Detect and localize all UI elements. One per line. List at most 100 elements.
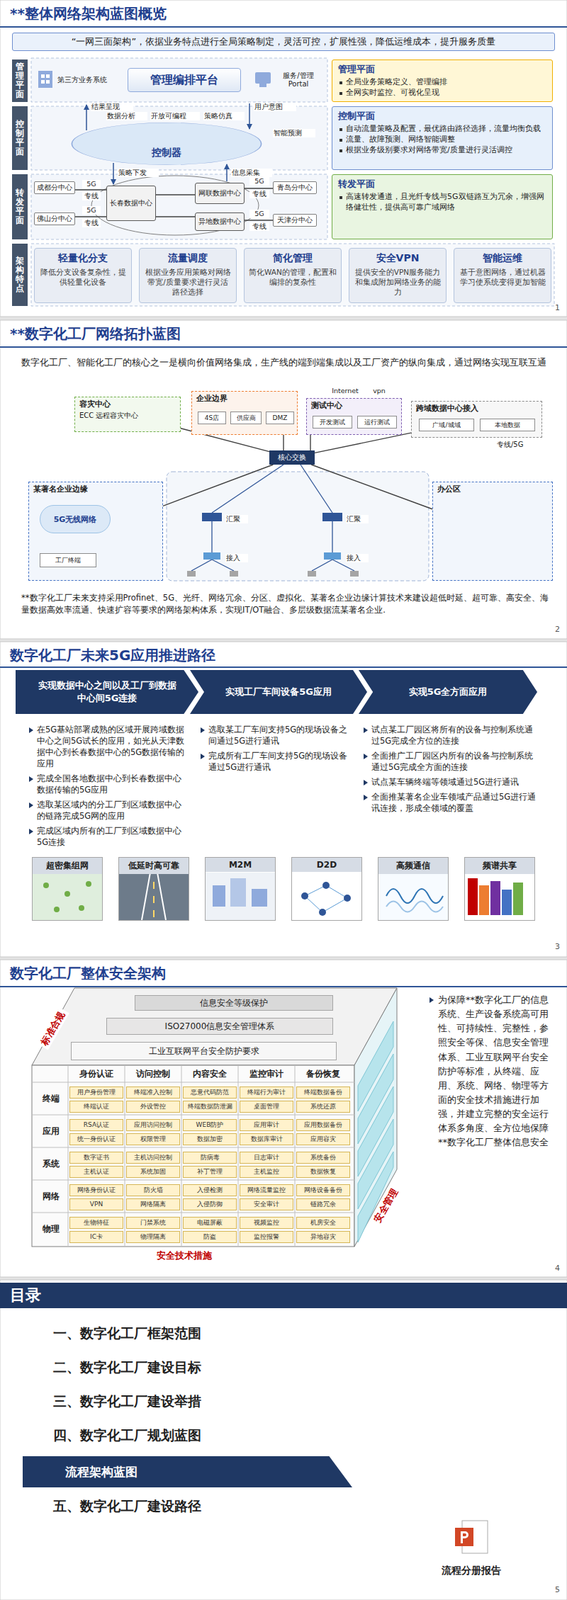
chevron-outline [15,670,199,715]
decor-shape [331,521,333,553]
bullet-text: 试点某工厂园区将所有的设备与控制系统通过5G完成全方位的连接 [362,724,537,748]
measure-box: 主机监控 [239,1166,294,1179]
decor-shape [43,883,49,889]
toc-item: 二、数字化工厂建设目标 [53,1359,351,1378]
decor-shape [292,873,362,921]
controller-cloud: 控制器 [70,121,263,166]
heading-text: 数据加密 [197,1136,223,1144]
toc-item: 五、数字化工厂建设路径 [53,1498,351,1517]
decor-shape [112,163,115,185]
column-header: 监控审计 [239,1069,294,1081]
diagram-label: 专线/5G [496,440,541,450]
side-label: 标准合规 [36,1007,70,1052]
bullet-text: 全网实时监控、可视化呈现 [338,87,547,99]
measure-box: 链路冗余 [296,1199,351,1212]
footnote-text: **数字化工厂未来支持采用Profinet、5G、光纤、网络冗余、分区、虚拟化、… [21,592,550,616]
measure-box: 机房安全 [296,1217,351,1230]
measure-box: 物理隔离 [126,1231,181,1244]
measure-box: 终端准入控制 [126,1087,181,1100]
decor-shape [31,174,328,240]
decor-shape [201,513,222,522]
link-label: 5G [82,180,101,189]
bullet-text: 完成全国各地数据中心到长春数据中心数据传输的5G应用 [28,773,188,796]
decor-shape [464,873,535,921]
mini-box: 运行测试 [357,416,397,429]
heading-text: 应用访问控制 [133,1122,173,1130]
connector [314,433,412,453]
decor-shape [0,986,567,988]
slide-panel: **整体网络架构蓝图概览“一网三面架构”，依据业务特点进行全局策略制定，灵活可控… [0,0,567,317]
heading-text: 高频通信 [378,858,448,875]
layer-band: 工业互联网平台安全防护要求 [70,1042,337,1061]
heading-text: 物理隔离 [140,1234,166,1242]
row-header: 终端 [35,1094,67,1105]
connector [155,216,195,217]
stage-chevron: 实现工厂车间设备5G应用 [189,670,368,715]
toc-item: 三、数字化工厂建设举措 [53,1393,351,1412]
decor-shape [479,885,490,916]
decor-shape [248,103,251,129]
feature-box: 智能运维基于意图网络，通过机器学习使系统变得更加智能 [453,248,552,304]
row-header: 应用 [35,1126,67,1138]
connector [75,189,107,190]
link-label: 5G [82,206,101,215]
measure-box: 应用数据备份 [296,1119,351,1132]
bullet-text: 试点某车辆终端等领域通过5G进行通讯 [362,776,537,789]
decor-shape [294,1065,296,1248]
body-text: 基于意图网络，通过机器学习使系统变得更加智能 [458,267,547,288]
heading-text: 网联数据中心 [198,188,241,199]
heading-text: VPN [90,1202,103,1210]
plane-desc-box: 管理平面全局业务策略定义、管理编排全网实时监控、可视化呈现 [331,59,553,103]
diagram-label: 开放可编程 [150,111,200,121]
decor-shape [0,320,567,640]
campus-network [166,464,429,582]
decor-shape [31,1213,355,1215]
heading-text: 流程架构蓝图 [65,1464,138,1482]
heading-text: 主机访问控制 [133,1155,173,1163]
measure-box: RSA认证 [69,1119,124,1132]
decor-shape [124,1065,126,1248]
measure-box: 用户身份管理 [69,1087,124,1100]
decor-shape [0,642,567,958]
card-images [32,873,535,921]
core-ring [91,175,259,236]
heading-text: 第三方业务系统 [57,75,108,85]
layer-band: 信息安全等级保护 [134,995,334,1012]
diagram-label: 策略仿真 [203,111,245,121]
decor-shape [212,885,226,908]
heading-text: 数字化工厂整体安全架构 [9,964,558,984]
measure-box: 数字证书 [69,1152,124,1165]
bullet-text: 完成区域内所有的工厂到区域数据中心5G连接 [28,825,188,849]
datacenter-box: 长春数据中心 [106,185,156,222]
heading-text: 工业互联网平台安全防护要求 [148,1046,260,1059]
decor-shape [311,559,333,572]
column-header: 内容安全 [182,1069,237,1081]
decor-shape [501,890,512,916]
decor-shape [41,80,45,84]
heading-text: M2M [205,858,275,873]
measure-box: 终端行为审计 [239,1087,294,1100]
decor-shape [386,902,443,913]
measure-box: 异地容灾 [296,1231,351,1244]
feature-box: 安全VPN提供安全的VPN服务能力和集成附加网络业务的能力 [348,248,447,304]
heading-text: 管理编排平台 [150,73,219,88]
heading-text: 低延时高可靠 [119,858,189,875]
cloud-outline [71,122,261,166]
decor-shape [0,26,567,28]
network-cloud: 5G无线网络 [39,505,111,534]
heading-text: 数字证书 [83,1155,110,1163]
link-label: 专线 [249,189,270,199]
heading-text: 网络设备备份 [304,1187,343,1195]
heading-text: 系统还原 [310,1104,336,1112]
decor-shape [31,1148,355,1149]
decor-shape [255,72,271,84]
decor-shape [322,513,343,522]
measure-box: 应用容灾 [296,1134,351,1147]
heading-text: 异地容灾 [310,1234,336,1242]
system-box: 第三方业务系统 [56,69,108,91]
connector [309,435,311,451]
measure-box: 防火墙 [126,1185,181,1198]
site-box: 佛山分中心 [34,212,76,226]
heading-text: 权限管理 [140,1136,166,1144]
